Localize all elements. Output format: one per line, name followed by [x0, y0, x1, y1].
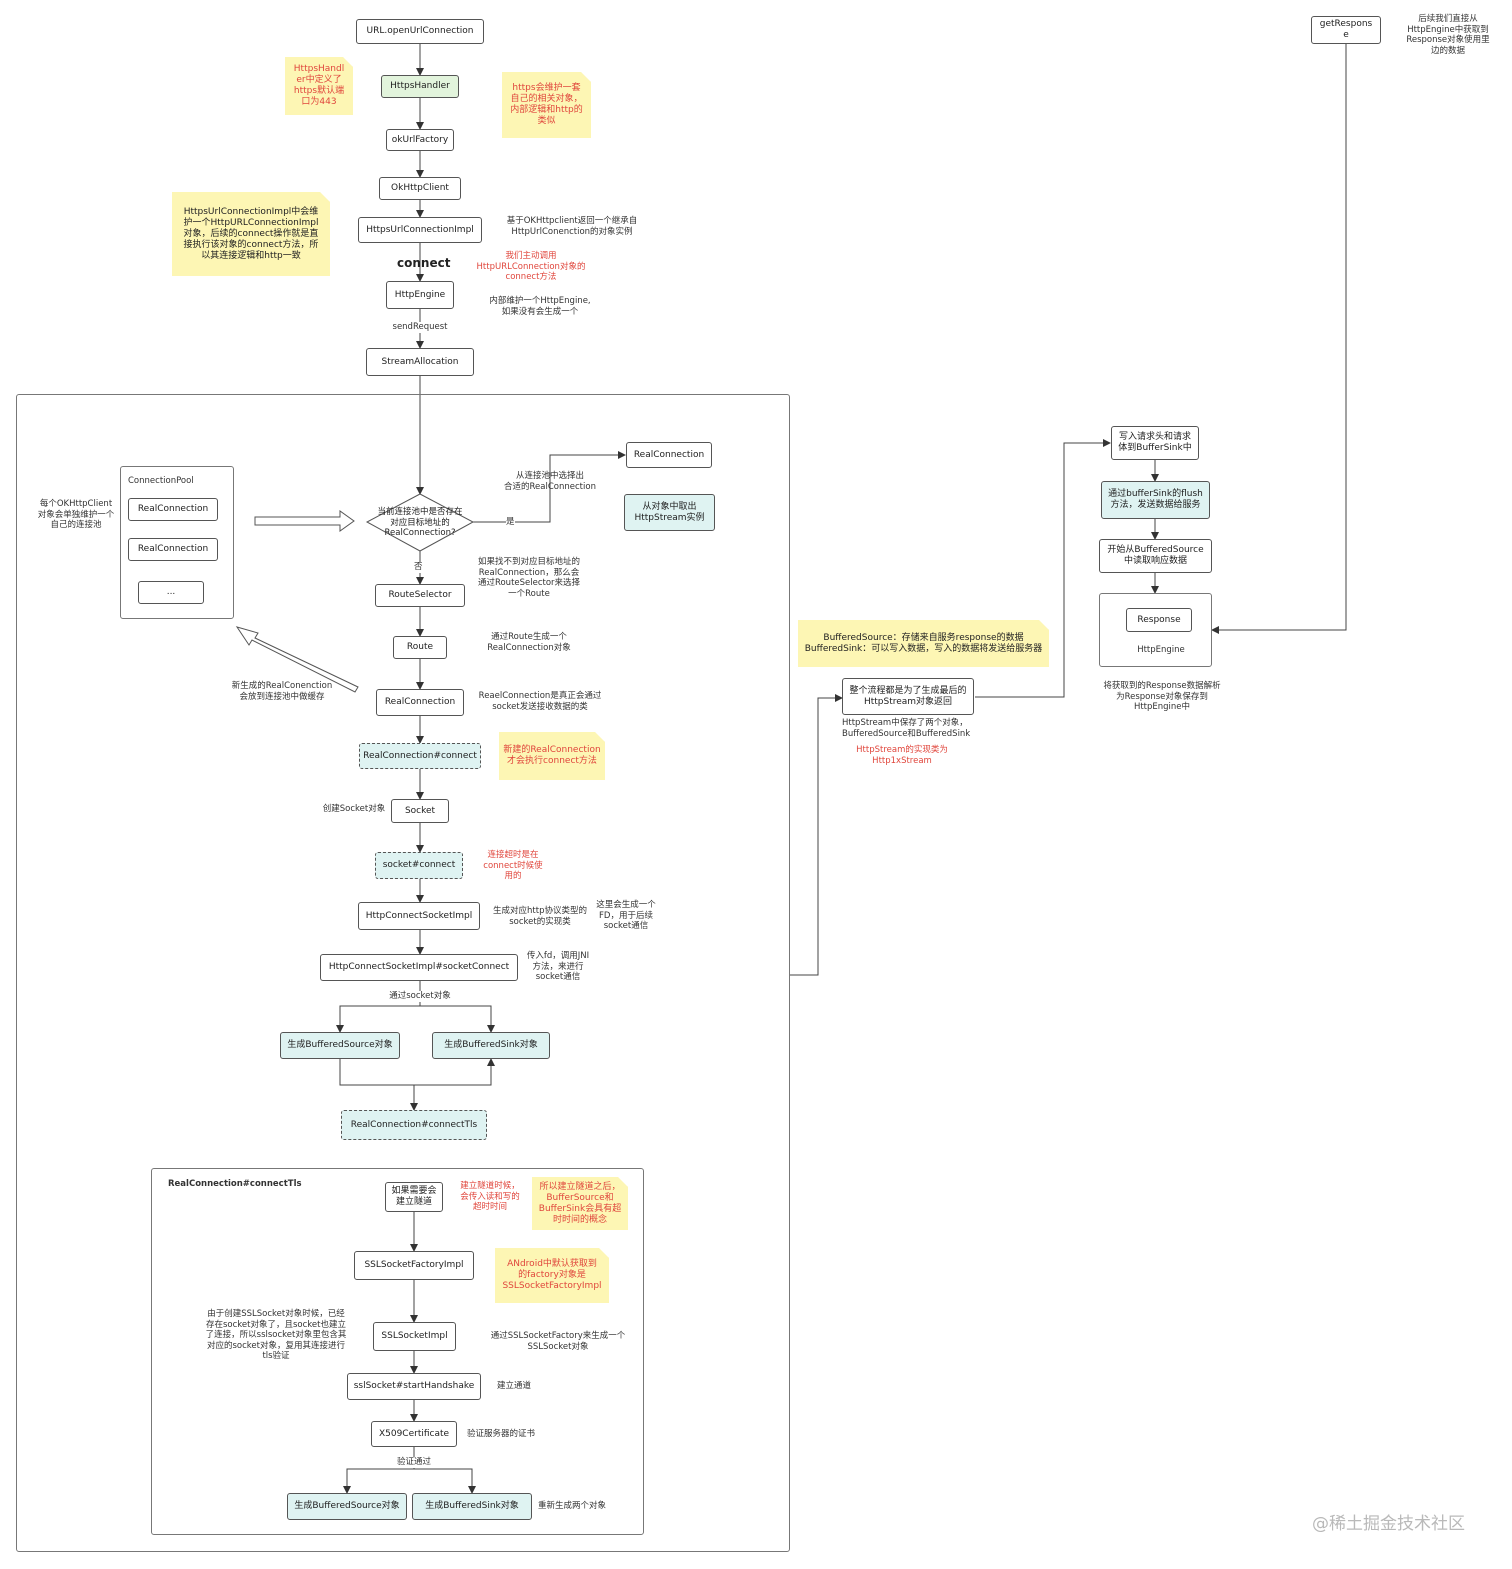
http-connect-socket-impl-sc-node[interactable]: HttpConnectSocketImpl#socketConnect: [320, 954, 518, 981]
android-default-note: ANdroid中默认获取到 的factory对象是 SSLSocketFacto…: [495, 1248, 609, 1303]
gen-buffered-sink-2[interactable]: 生成BufferedSink对象: [412, 1493, 532, 1520]
no-label: 否: [414, 562, 423, 573]
later-get-label: 后续我们直接从 HttpEngine中获取到 Response对象使用里 边的数…: [1406, 14, 1490, 56]
pool-per-client-label: 每个OKHttpClient 对象会单独维护一个 自己的连接池: [37, 499, 115, 530]
build-channel-label: 建立通道: [497, 1381, 532, 1391]
send-request-label: sendRequest: [390, 322, 450, 333]
connection-pool-title: ConnectionPool: [128, 476, 194, 486]
stream-holds-label: HttpStream中保存了两个对象， BufferedSource和Buffe…: [842, 718, 971, 739]
rc-connect-node[interactable]: RealConnection#connect: [359, 743, 481, 769]
stream-impl-label: HttpStream的实现类为 Http1xStream: [856, 745, 948, 766]
tunnel-node[interactable]: 如果需要会 建立隧道: [385, 1182, 443, 1212]
impl-maintains-note: HttpsUrlConnectionImpl中会维 护一个HttpURLConn…: [172, 192, 330, 276]
via-factory-label: 通过SSLSocketFactory来生成一个 SSLSocket对象: [490, 1331, 626, 1352]
yes-label: 是: [506, 517, 515, 528]
socket-connect-node[interactable]: socket#connect: [375, 852, 463, 879]
gen-buffered-source-2[interactable]: 生成BufferedSource对象: [287, 1493, 407, 1520]
https-port-note: HttpsHandl er中定义了 https默认端 口为443: [285, 57, 353, 115]
watermark: @稀土掘金技术社区: [1312, 1514, 1465, 1534]
response-node[interactable]: Response: [1126, 608, 1192, 632]
pool-real-connection-1[interactable]: RealConnection: [128, 498, 218, 521]
ssl-socket-factory-impl-node[interactable]: SSLSocketFactoryImpl: [354, 1251, 474, 1280]
via-socket-label: 通过socket对象: [380, 991, 460, 1002]
timeout-used-label: 连接超时是在 connect时候使 用的: [483, 850, 543, 881]
read-source-node[interactable]: 开始从BufferedSource 中读取响应数据: [1099, 539, 1212, 573]
okhttp-client-node[interactable]: OkHttpClient: [379, 177, 461, 200]
pool-real-connection-2[interactable]: RealConnection: [128, 538, 218, 561]
socket-node[interactable]: Socket: [391, 799, 449, 823]
rc-is-real-label: ReaelConnection是真正会通过 socket发送接收数据的类: [478, 691, 602, 712]
connection-pool-frame: [120, 466, 234, 619]
gen-buffered-source-1[interactable]: 生成BufferedSource对象: [280, 1032, 400, 1059]
gen-buffered-sink-1[interactable]: 生成BufferedSink对象: [432, 1032, 550, 1059]
via-route-label: 通过Route生成一个 RealConnection对象: [487, 632, 571, 653]
tunnel-timeout-label: 建立隧道时候， 会传入读和写的 超时时间: [460, 1181, 520, 1212]
after-tunnel-note: 所以建立隧道之后， BufferSource和 BufferSink会具有超 时…: [532, 1177, 628, 1230]
parse-response-label: 将获取到的Response数据解析 为Response对象保存到 HttpEng…: [1103, 681, 1221, 712]
route-selector-node[interactable]: RouteSelector: [375, 584, 465, 607]
https-handler-node[interactable]: HttpsHandler: [381, 75, 459, 98]
route-node[interactable]: Route: [393, 636, 447, 659]
okurl-factory-node[interactable]: okUrlFactory: [386, 129, 454, 151]
x509-certificate-node[interactable]: X509Certificate: [371, 1421, 457, 1447]
main-frame: [16, 394, 790, 1552]
decision-text: 当前连接池中是否存在 对应目标地址的 RealConnection?: [377, 507, 463, 538]
create-socket-label: 创建Socket对象: [322, 804, 386, 814]
http-engine-node[interactable]: HttpEngine: [386, 281, 454, 309]
ssl-existing-label: 由于创建SSLSocket对象时候，已经 存在socket对象了，且socket…: [205, 1309, 347, 1361]
get-response-node[interactable]: getRespons e: [1311, 16, 1381, 44]
flow-returns-node[interactable]: 整个流程都是为了生成最后的 HttpStream对象返回: [842, 678, 974, 715]
pass-fd-label: 传入fd，调用JNI 方法，来进行 socket通信: [526, 951, 590, 982]
regen-two-label: 重新生成两个对象: [538, 1501, 607, 1511]
buffered-explain-note: BufferedSource：存储来自服务response的数据 Buffere…: [798, 620, 1049, 667]
open-url-connection-node[interactable]: URL.openUrlConnection: [356, 19, 484, 44]
rc-connect-tls-node[interactable]: RealConnection#connectTls: [341, 1110, 487, 1140]
maintain-engine-label: 内部维护一个HttpEngine, 如果没有会生成一个: [489, 296, 591, 317]
select-from-pool-label: 从连接池中选择出 合适的RealConnection: [504, 471, 596, 492]
gen-fd-label: 这里会生成一个 FD，用于后续 socket通信: [596, 900, 656, 931]
verified-label: 验证通过: [392, 1457, 436, 1468]
new-cached-label: 新生成的RealConenction 会放到连接池中做缓存: [231, 681, 333, 702]
ssl-socket-impl-node[interactable]: SSLSocketImpl: [373, 1322, 456, 1351]
real-connection-top-node[interactable]: RealConnection: [626, 442, 712, 468]
http-engine-frame: [1099, 593, 1212, 667]
connect-label: connect: [397, 256, 451, 270]
flush-node[interactable]: 通过bufferSink的flush 方法，发送数据给服务: [1101, 481, 1210, 519]
decision-diamond: [365, 493, 475, 552]
https-url-connection-impl-node[interactable]: HttpsUrlConnectionImpl: [358, 217, 482, 243]
based-on-client-label: 基于OKHttpclient返回一个继承自 HttpUrlConenction的…: [506, 216, 638, 237]
https-maintains-note: https会维护一套 自己的相关对象， 内部逻辑和http的 类似: [502, 72, 591, 138]
write-header-node[interactable]: 写入请求头和请求 体到BufferSink中: [1111, 426, 1199, 460]
gen-impl-label: 生成对应http协议类型的 socket的实现类: [493, 906, 587, 927]
pool-more-item[interactable]: ...: [138, 581, 204, 604]
we-call-connect-label: 我们主动调用 HttpURLConnection对象的 connect方法: [476, 251, 586, 282]
verify-cert-label: 验证服务器的证书: [467, 1429, 536, 1439]
not-found-label: 如果找不到对应目标地址的 RealConnection，那么会 通过RouteS…: [477, 557, 581, 599]
stream-allocation-node[interactable]: StreamAllocation: [366, 348, 474, 376]
http-connect-socket-impl-node[interactable]: HttpConnectSocketImpl: [358, 902, 480, 930]
httpstream-instance-node[interactable]: 从对象中取出 HttpStream实例: [624, 494, 715, 531]
start-handshake-node[interactable]: sslSocket#startHandshake: [347, 1373, 481, 1400]
new-rc-note: 新建的RealConnection 才会执行connect方法: [499, 732, 605, 780]
connect-tls-frame: [151, 1168, 644, 1535]
real-connection-node[interactable]: RealConnection: [376, 689, 464, 716]
http-engine-right-label: HttpEngine: [1137, 645, 1185, 655]
tls-frame-title: RealConnection#connectTls: [168, 1179, 302, 1189]
